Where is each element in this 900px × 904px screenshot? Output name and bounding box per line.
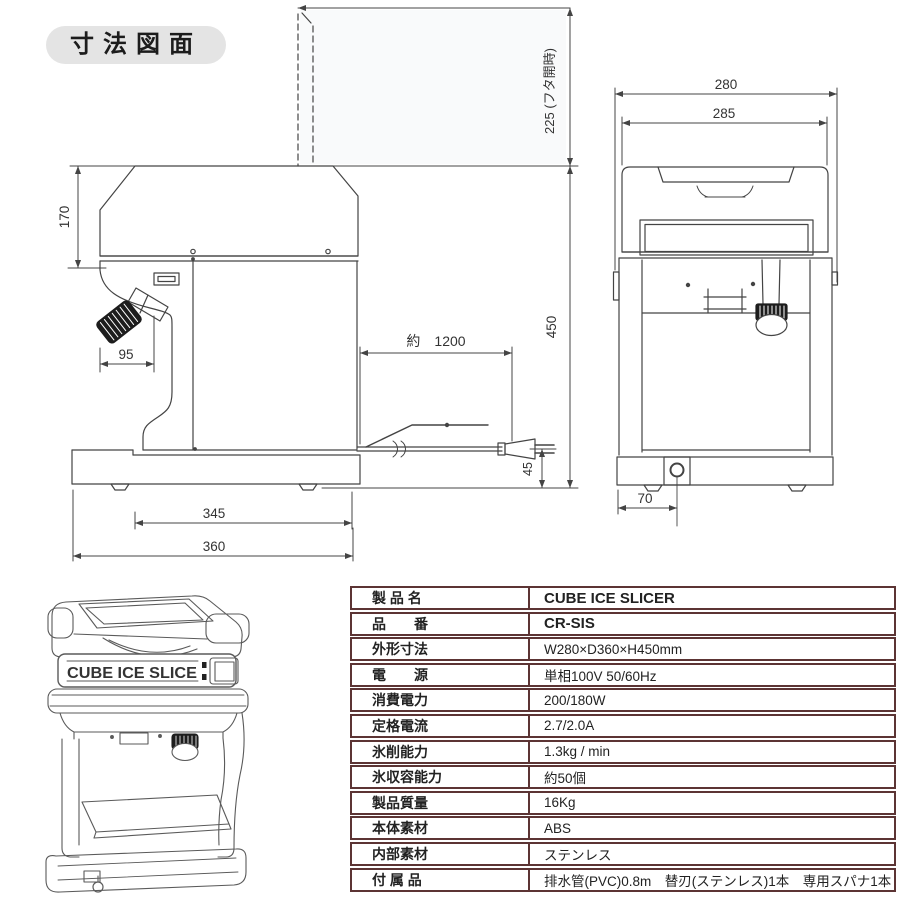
- spec-label: 付 属 品: [352, 869, 530, 890]
- spec-value: ABS: [544, 820, 572, 836]
- spec-label: 本体素材: [352, 818, 530, 839]
- front-knob: [755, 259, 788, 337]
- product-illustration: CUBE ICE SLICE: [45, 595, 250, 893]
- spec-label: 内部素材: [352, 843, 530, 864]
- power-cord: [356, 422, 555, 460]
- side-knob: [96, 287, 169, 344]
- side-body: [99, 257, 358, 451]
- table-row: 氷収容能力 約50個: [350, 765, 896, 790]
- dim-70-label: 70: [637, 491, 652, 506]
- spec-value: 1.3kg / min: [544, 744, 611, 760]
- spec-value: 200/180W: [544, 692, 606, 708]
- spec-value: 16Kg: [544, 795, 576, 811]
- front-lid: [618, 166, 833, 259]
- spec-label: 氷収容能力: [352, 767, 530, 788]
- product-band: [47, 688, 249, 714]
- side-base: [71, 449, 579, 491]
- dim-285-label: 285: [713, 106, 736, 121]
- product-mid: [59, 712, 238, 762]
- dim-cord-label: 約 1200: [406, 333, 465, 349]
- spec-label: 消費電力: [352, 690, 530, 711]
- side-dimensions: [67, 4, 579, 562]
- dim-95-label: 95: [118, 347, 133, 362]
- side-view: 225 (フタ開時) 170 95 約 1200 450 45 345 360: [57, 4, 579, 562]
- dim-345-label: 345: [203, 506, 226, 521]
- open-lid-dashed: [297, 12, 314, 167]
- spec-label: 品 番: [352, 613, 530, 634]
- spec-table: 製 品 名 CUBE ICE SLICER 品 番 CR-SIS 外形寸法 W2…: [350, 586, 896, 893]
- product-nameplate: CUBE ICE SLICE: [57, 653, 239, 688]
- dim-170-label: 170: [57, 206, 72, 229]
- front-dimensions: [614, 87, 838, 515]
- spec-value: 2.7/2.0A: [544, 718, 595, 734]
- spec-label: 製 品 名: [352, 588, 530, 608]
- spec-label: 製品質量: [352, 792, 530, 813]
- scan-tint: [300, 10, 566, 164]
- table-row: 付 属 品 排水管(PVC)0.8m 替刃(ステンレス)1本 専用スパナ1本: [350, 867, 896, 892]
- product-lid: [47, 595, 250, 658]
- dimension-drawing: 225 (フタ開時) 170 95 約 1200 450 45 345 360: [57, 4, 839, 562]
- table-row: 製 品 名 CUBE ICE SLICER: [350, 586, 896, 610]
- product-base: [45, 848, 247, 893]
- power-switch: [209, 657, 239, 685]
- table-row: 電 源 単相100V 50/60Hz: [350, 662, 896, 687]
- dim-360-label: 360: [203, 539, 226, 554]
- spec-value: 排水管(PVC)0.8m 替刃(ステンレス)1本 専用スパナ1本: [544, 873, 892, 889]
- dim-45-label: 45: [521, 462, 535, 476]
- front-base: [616, 456, 834, 527]
- spec-value: 単相100V 50/60Hz: [544, 668, 657, 684]
- page-title: 寸法図面: [46, 26, 226, 64]
- front-body: [612, 257, 839, 456]
- front-view: 280 285 70: [612, 77, 839, 527]
- dim-450-label: 450: [544, 316, 559, 339]
- table-row: 内部素材 ステンレス: [350, 841, 896, 866]
- table-row: 消費電力 200/180W: [350, 688, 896, 713]
- spec-label: 電 源: [352, 664, 530, 685]
- table-row: 氷削能力 1.3kg / min: [350, 739, 896, 764]
- dim-lid-open-label: 225 (フタ開時): [542, 48, 557, 134]
- nameplate-text: CUBE ICE SLICE: [67, 665, 197, 682]
- spec-label: 外形寸法: [352, 639, 530, 660]
- product-legs: [61, 712, 245, 858]
- spec-value: ステンレス: [544, 847, 612, 863]
- side-hood: [99, 165, 359, 262]
- spec-label: 氷削能力: [352, 741, 530, 762]
- spec-value: CR-SIS: [544, 615, 595, 633]
- table-row: 外形寸法 W280×D360×H450mm: [350, 637, 896, 662]
- spec-value: CUBE ICE SLICER: [544, 589, 675, 607]
- table-row: 定格電流 2.7/2.0A: [350, 713, 896, 738]
- table-row: 本体素材 ABS: [350, 816, 896, 841]
- table-row: 製品質量 16Kg: [350, 790, 896, 815]
- table-row: 品 番 CR-SIS: [350, 611, 896, 636]
- spec-value: W280×D360×H450mm: [544, 641, 683, 657]
- dim-280-label: 280: [715, 77, 738, 92]
- spec-value: 約50個: [544, 771, 587, 787]
- spec-label: 定格電流: [352, 715, 530, 736]
